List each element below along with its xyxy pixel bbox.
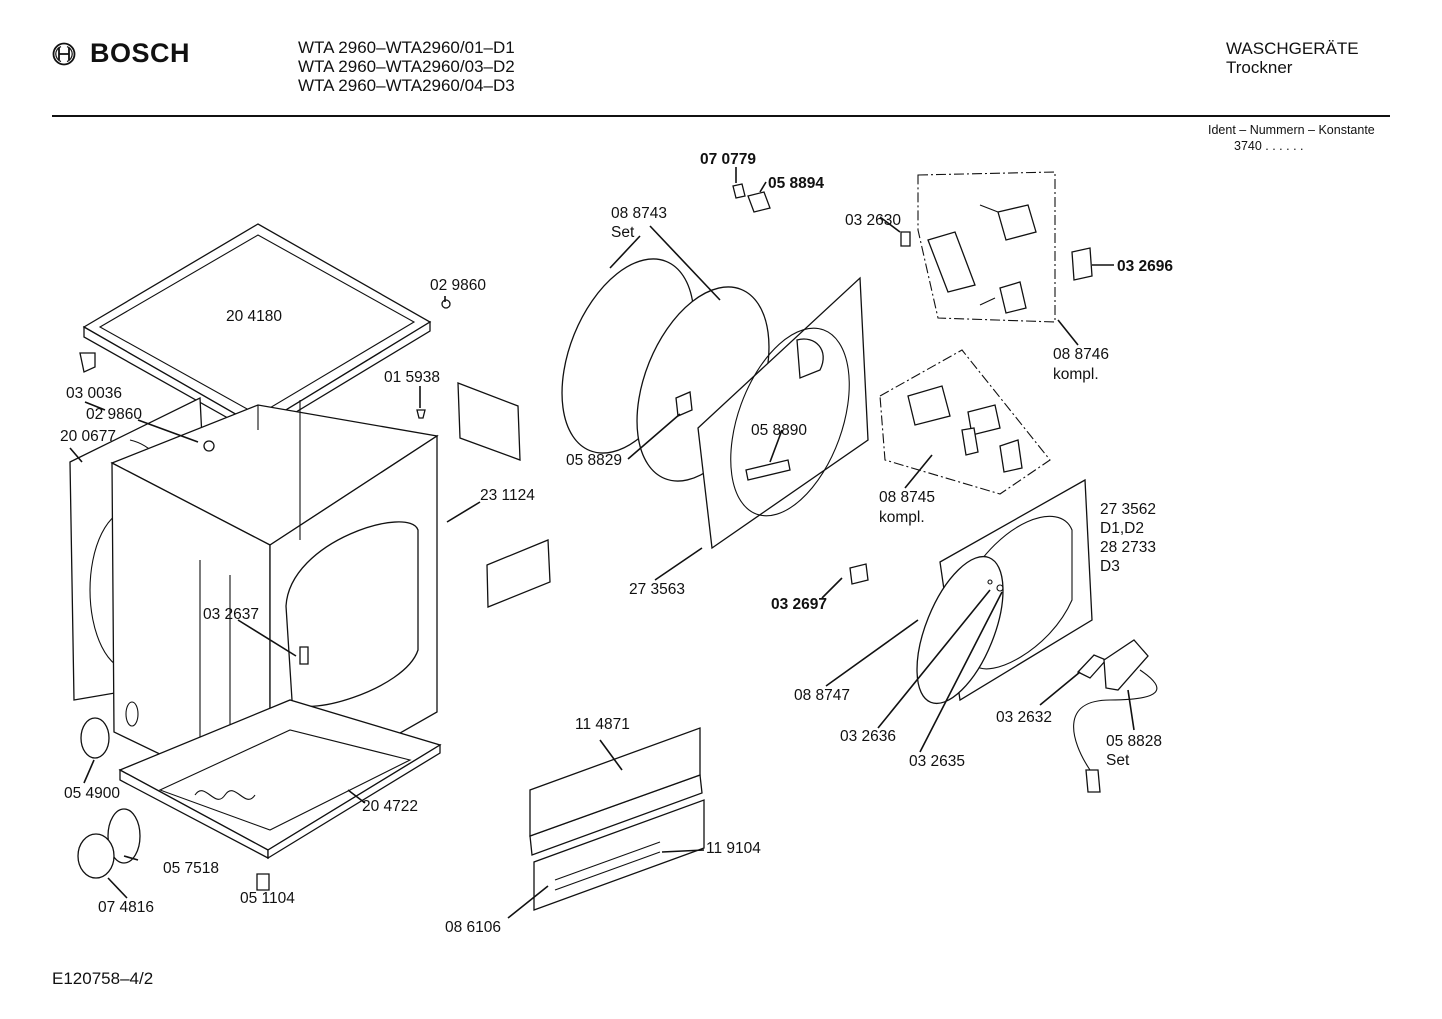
category-block: WASCHGERÄTE Trockner xyxy=(1226,39,1359,77)
part-number-labels: 20 4180 02 9860 03 0036 02 9860 20 0677 … xyxy=(60,151,1173,936)
label-058890: 05 8890 xyxy=(751,422,807,439)
kit-088746-parts xyxy=(927,204,1037,314)
label-282733: 28 2733 xyxy=(1100,539,1156,556)
clip-029860b-part xyxy=(203,440,215,452)
label-088746-kompl: kompl. xyxy=(1053,366,1099,383)
label-088743: 08 8743 xyxy=(611,205,667,222)
part-032696 xyxy=(1071,247,1093,281)
plug-070779-part xyxy=(732,183,746,199)
label-058829: 05 8829 xyxy=(566,452,622,469)
label-032696: 03 2696 xyxy=(1117,258,1173,275)
brand-name: BOSCH xyxy=(90,38,191,68)
label-051104: 05 1104 xyxy=(240,890,295,907)
label-119104: 11 9104 xyxy=(706,840,761,857)
lock-set-058828-part xyxy=(1073,639,1158,793)
base-plate-part xyxy=(118,699,442,860)
plate-231124-part xyxy=(486,539,551,608)
label-273562: 27 3562 xyxy=(1100,501,1156,518)
bosch-armature-icon xyxy=(52,42,76,65)
foot-015938-part xyxy=(416,409,426,419)
model-line: WTA 2960–WTA2960/03–D2 xyxy=(298,57,515,76)
label-231124: 23 1124 xyxy=(480,487,535,504)
bracket-030036-part xyxy=(79,352,96,373)
label-204180: 20 4180 xyxy=(226,308,282,325)
label-054900: 05 4900 xyxy=(64,785,120,802)
model-line: WTA 2960–WTA2960/04–D3 xyxy=(298,76,515,95)
part-032630 xyxy=(900,231,911,247)
label-032636: 03 2636 xyxy=(840,728,896,745)
label-200677: 20 0677 xyxy=(60,428,116,445)
label-057518: 05 7518 xyxy=(163,860,219,877)
part-032632 xyxy=(1076,654,1108,679)
header-divider xyxy=(52,115,1390,117)
label-030036: 03 0036 xyxy=(66,385,122,402)
plinth-114871-part xyxy=(529,727,703,856)
plinth-119104-part xyxy=(533,799,705,911)
label-088746: 08 8746 xyxy=(1053,346,1109,363)
label-074816: 07 4816 xyxy=(98,899,154,916)
label-282733-variant: D3 xyxy=(1100,558,1120,575)
label-058894: 05 8894 xyxy=(768,175,824,192)
label-088745: 08 8745 xyxy=(879,489,935,506)
label-070779: 07 0779 xyxy=(700,151,756,168)
model-line: WTA 2960–WTA2960/01–D1 xyxy=(298,38,515,57)
label-029860: 02 9860 xyxy=(430,277,486,294)
label-058828-set: Set xyxy=(1106,752,1130,769)
part-032697 xyxy=(849,563,869,585)
ident-value: 3740 . . . . . . xyxy=(1234,139,1304,153)
latch-032637-part xyxy=(299,646,309,665)
model-list: WTA 2960–WTA2960/01–D1 WTA 2960–WTA2960/… xyxy=(298,38,515,95)
label-032630: 03 2630 xyxy=(845,212,901,229)
category: WASCHGERÄTE xyxy=(1226,39,1359,58)
knob-074816-part xyxy=(77,833,115,879)
label-273562-variant: D1,D2 xyxy=(1100,520,1144,537)
ident-block: Ident – Nummern – Konstante 3740 . . . .… xyxy=(1208,122,1375,154)
label-015938: 01 5938 xyxy=(384,369,440,386)
kit-088745-outline xyxy=(879,349,1051,495)
gasket-057518-part xyxy=(107,808,141,864)
label-088745-kompl: kompl. xyxy=(879,509,925,526)
label-032697: 03 2697 xyxy=(771,596,827,613)
top-cover-part xyxy=(82,223,432,437)
seal-054900-part xyxy=(80,717,110,759)
switch-058894-part xyxy=(747,191,771,213)
door-frame-part xyxy=(916,478,1093,705)
label-058828: 05 8828 xyxy=(1106,733,1162,750)
lamp-058829-part xyxy=(675,391,693,417)
clip-029860-part xyxy=(441,299,451,309)
subcategory: Trockner xyxy=(1226,58,1293,77)
screw-051104-part xyxy=(256,873,270,891)
label-088747: 08 8747 xyxy=(794,687,850,704)
label-032632: 03 2632 xyxy=(996,709,1052,726)
label-029860b: 02 9860 xyxy=(86,406,142,423)
label-114871: 11 4871 xyxy=(575,716,630,733)
leader-lines xyxy=(69,167,1135,919)
label-273563: 27 3563 xyxy=(629,581,685,598)
front-bearing-shield-part xyxy=(697,276,869,550)
document-id: E120758–4/2 xyxy=(52,969,154,988)
bosch-logo: BOSCH xyxy=(52,38,190,69)
bracket-231124-part xyxy=(457,382,521,461)
ident-label: Ident – Nummern – Konstante xyxy=(1208,123,1375,137)
label-032635: 03 2635 xyxy=(909,753,965,770)
label-204722: 20 4722 xyxy=(362,798,418,815)
kit-088746-outline xyxy=(917,171,1056,323)
label-086106: 08 6106 xyxy=(445,919,501,936)
kit-088745-parts xyxy=(907,385,1023,473)
label-088743-set: Set xyxy=(611,224,635,241)
label-032637: 03 2637 xyxy=(203,606,259,623)
